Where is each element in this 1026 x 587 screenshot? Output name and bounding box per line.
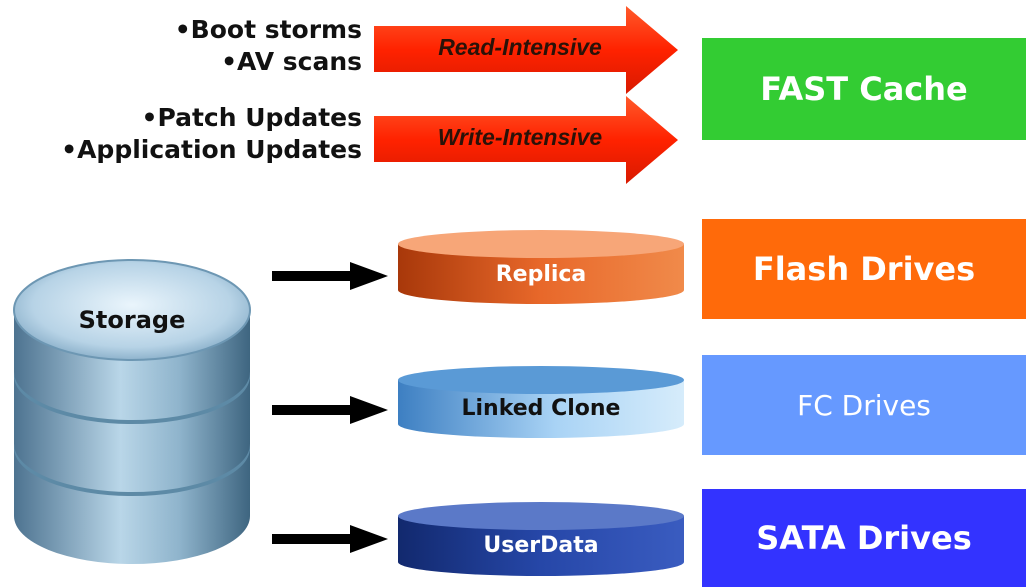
- read-workload-list: •Boot storms •AV scans: [175, 14, 362, 78]
- storage-database-icon: [13, 259, 251, 564]
- write-workload-list: •Patch Updates •Application Updates: [61, 102, 362, 166]
- tier-label: FAST Cache: [760, 70, 968, 108]
- arrow-to-replica-icon: [272, 262, 388, 290]
- arrow-to-linked-clone-icon: [272, 396, 388, 424]
- linked-clone-disk: [398, 366, 684, 438]
- tier-flash-drives: Flash Drives: [702, 219, 1026, 319]
- replica-label: Replica: [495, 262, 587, 287]
- tier-label: SATA Drives: [756, 519, 972, 557]
- tier-fast-cache: FAST Cache: [702, 38, 1026, 140]
- userdata-disk: [398, 502, 684, 576]
- read-intensive-label: Read-Intensive: [438, 34, 602, 60]
- workload-item: •Boot storms: [174, 15, 362, 44]
- read-intensive-arrow: [374, 6, 678, 94]
- write-intensive-arrow: [374, 96, 678, 184]
- workload-item: •Application Updates: [61, 135, 362, 164]
- write-intensive-label: Write-Intensive: [437, 124, 603, 150]
- workload-item: •Patch Updates: [141, 103, 362, 132]
- tier-sata-drives: SATA Drives: [702, 489, 1026, 587]
- workload-item: •AV scans: [221, 47, 362, 76]
- replica-disk: [398, 230, 684, 304]
- storage-label: Storage: [78, 306, 186, 334]
- linked-clone-label: Linked Clone: [461, 396, 621, 421]
- userdata-label: UserData: [483, 533, 599, 558]
- arrow-to-userdata-icon: [272, 525, 388, 553]
- tier-fc-drives: FC Drives: [702, 355, 1026, 455]
- tier-label: FC Drives: [797, 388, 931, 422]
- tier-label: Flash Drives: [752, 250, 976, 288]
